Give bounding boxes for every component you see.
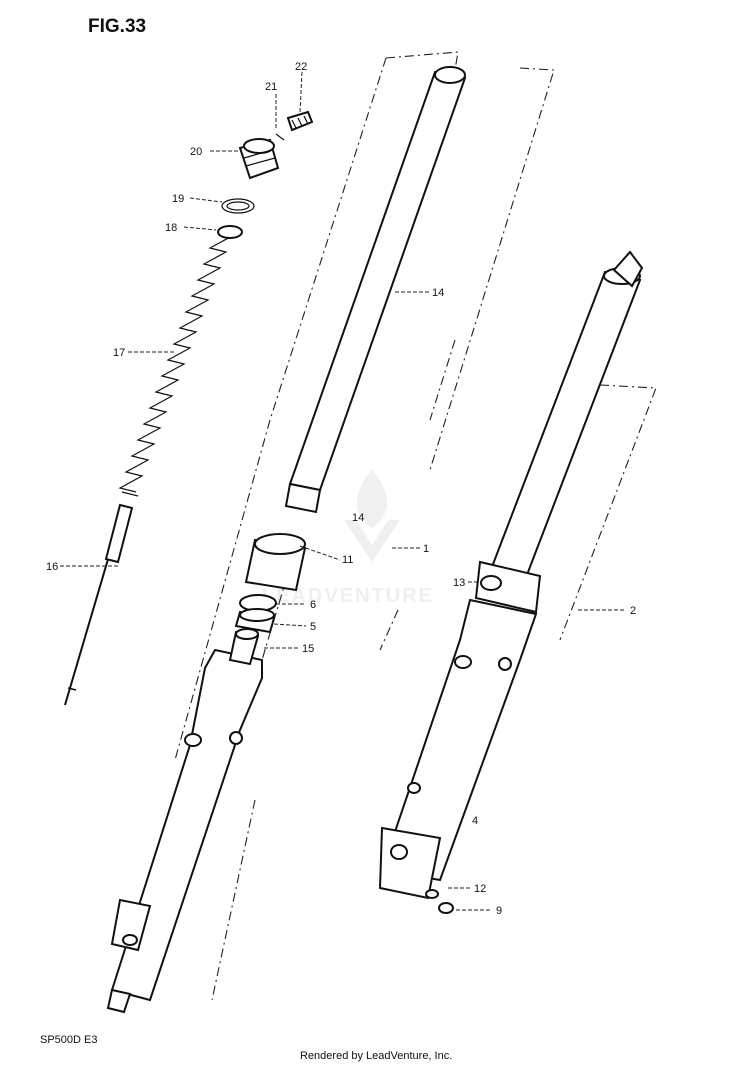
callout-18: 18 xyxy=(165,222,177,234)
callout-5: 5 xyxy=(310,621,316,633)
callout-16: 16 xyxy=(46,561,58,573)
callout-19: 19 xyxy=(172,193,184,205)
callout-17: 17 xyxy=(113,347,125,359)
drain-screw xyxy=(438,902,454,914)
callout-2: 2 xyxy=(630,605,636,617)
small-o-ring xyxy=(275,133,285,141)
callout-11: 11 xyxy=(342,554,353,566)
callout-20: 20 xyxy=(190,146,202,158)
fork-spring xyxy=(118,227,237,497)
footer-credit: Rendered by LeadVenture, Inc. xyxy=(300,1050,452,1062)
watermark-text: LEADVENTURE xyxy=(262,585,434,607)
spring-seat xyxy=(217,225,243,239)
callout-4: 4 xyxy=(472,815,478,827)
callout-9: 9 xyxy=(496,905,502,917)
left-outer-tube xyxy=(106,628,263,1014)
right-fork-assembly xyxy=(378,250,644,900)
o-ring xyxy=(221,198,255,214)
callout-21: 21 xyxy=(265,81,277,93)
callout-14: 14 xyxy=(352,512,364,524)
callout-1: 1 xyxy=(423,543,429,555)
callout-15: 15 xyxy=(302,643,314,655)
watermark-logo: LEADVENTURE xyxy=(262,470,434,607)
model-code: SP500D E3 xyxy=(40,1034,97,1046)
callout-6: 6 xyxy=(310,599,316,611)
damper-rod-bolt xyxy=(64,503,134,706)
drain-gasket xyxy=(425,889,439,899)
fork-cap-bolt xyxy=(238,138,280,180)
callout-labels: 22 21 20 19 18 17 16 14 14 11 1 6 5 15 1… xyxy=(46,61,636,917)
callout-12: 13 xyxy=(453,577,465,589)
callout-leaders xyxy=(60,71,626,911)
callout-10: 12 xyxy=(474,883,486,895)
callout-22: 22 xyxy=(295,61,307,73)
oil-seal xyxy=(244,533,307,592)
figure-title: FIG.33 xyxy=(88,16,146,37)
slide-metal xyxy=(234,608,276,634)
left-inner-tube xyxy=(284,66,467,514)
air-valve xyxy=(286,110,314,132)
callout-13: 14 xyxy=(432,287,444,299)
